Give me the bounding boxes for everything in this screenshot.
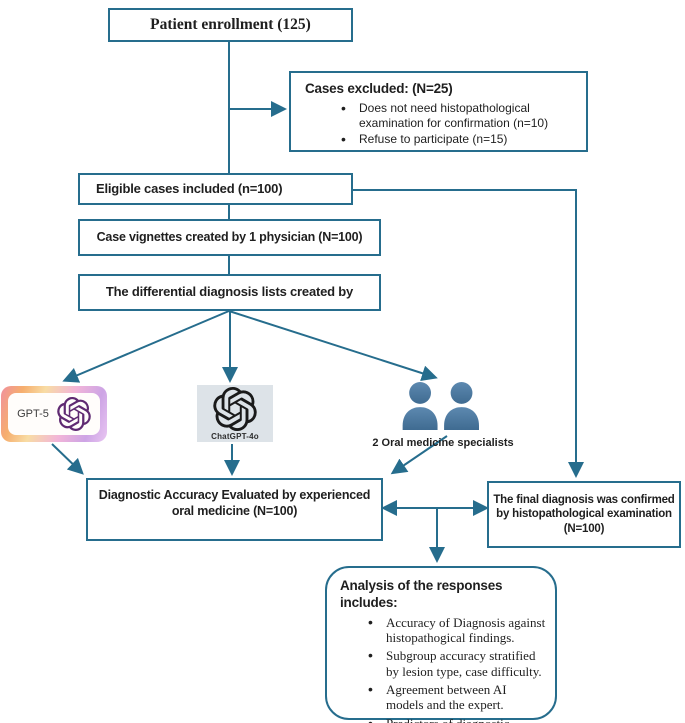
- openai-chatgpt-logo-icon: [213, 386, 257, 431]
- cases-excluded-title: Cases excluded: (N=25): [305, 81, 453, 96]
- connector-specialists-to-diagnostic: [390, 435, 448, 475]
- cases-excluded-item: Does not need histopathological examinat…: [335, 100, 578, 131]
- box-cases-excluded: Cases excluded: (N=25) Does not need his…: [289, 71, 588, 152]
- connector-gpt5-to-diagnostic: [51, 443, 84, 475]
- box-patient-enrollment: Patient enrollment (125): [108, 8, 353, 42]
- analysis-list: Accuracy of Diagnosis against histopatho…: [340, 614, 547, 723]
- eligible-cases-label: Eligible cases included (n=100): [96, 180, 283, 196]
- cases-excluded-item: Refuse to participate (n=15): [335, 131, 578, 149]
- connector-eligible-to-final: [353, 189, 584, 478]
- gpt5-logo-tile: GPT-5: [1, 386, 107, 442]
- analysis-item: Predictors of diagnostic performance,: [366, 715, 547, 723]
- cases-excluded-list: Does not need histopathological examinat…: [305, 100, 578, 149]
- analysis-item: Accuracy of Diagnosis against histopatho…: [366, 614, 547, 646]
- case-vignettes-label: Case vignettes created by 1 physician (N…: [96, 229, 363, 244]
- chatgpt4o-logo-tile: ChatGPT-4o: [197, 385, 273, 442]
- box-differential-diagnosis: The differential diagnosis lists created…: [78, 274, 381, 311]
- box-diagnostic-accuracy: Diagnostic Accuracy Evaluated by experie…: [86, 478, 383, 541]
- connector-to-specialists: [228, 310, 438, 381]
- specialists-label: 2 Oral medicine specialists: [372, 437, 514, 449]
- box-case-vignettes: Case vignettes created by 1 physician (N…: [78, 219, 381, 256]
- analysis-item: Agreement between AI models and the expe…: [366, 681, 547, 713]
- final-diagnosis-label: The final diagnosis was confirmed by his…: [493, 493, 675, 535]
- box-eligible-cases: Eligible cases included (n=100): [78, 173, 353, 205]
- openai-gpt5-logo-icon: [57, 397, 91, 431]
- specialists-group: 2 Oral medicine specialists: [363, 382, 523, 449]
- box-final-diagnosis: The final diagnosis was confirmed by his…: [487, 481, 681, 548]
- gpt5-inner-card: GPT-5: [8, 393, 100, 435]
- connector-to-gpt5: [62, 310, 230, 383]
- patient-enrollment-label: Patient enrollment (125): [150, 16, 311, 34]
- analysis-title: Analysis of the responses includes:: [340, 578, 503, 610]
- gpt5-label: GPT-5: [17, 408, 49, 420]
- box-analysis: Analysis of the responses includes: Accu…: [325, 566, 557, 723]
- analysis-item: Subgroup accuracy stratified by lesion t…: [366, 647, 547, 679]
- diagnostic-accuracy-label: Diagnostic Accuracy Evaluated by experie…: [98, 488, 371, 518]
- two-persons-icon: [402, 382, 479, 430]
- differential-diagnosis-label: The differential diagnosis lists created…: [105, 284, 354, 300]
- chatgpt4o-label: ChatGPT-4o: [211, 431, 259, 441]
